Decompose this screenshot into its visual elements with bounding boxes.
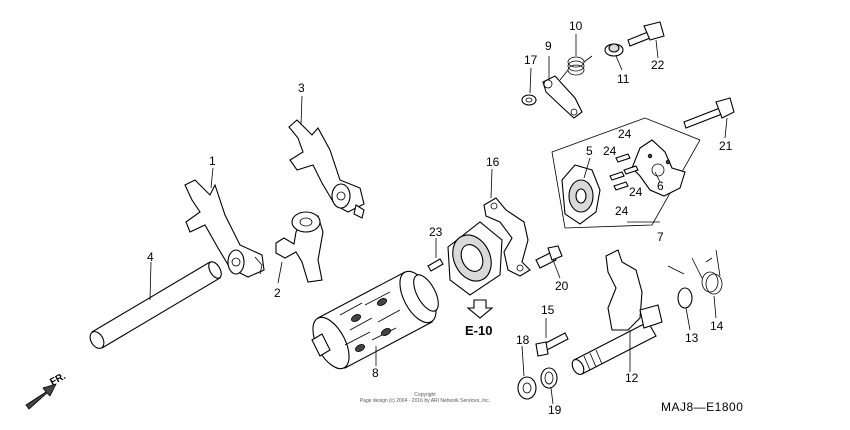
- dowel-pins-24: [609, 153, 639, 191]
- snap-ring-19: [540, 367, 558, 389]
- leader-lines: [149, 34, 728, 405]
- stopper-arm-9: [542, 75, 583, 119]
- bearing: [447, 221, 503, 296]
- callout-24-b: 24: [603, 144, 617, 158]
- callout-13: 13: [685, 331, 699, 345]
- callout-22: 22: [651, 58, 665, 72]
- drum-plate-6: [631, 139, 686, 197]
- copyright-notice: Copyright Page design (c) 2004 - 2016 by…: [320, 392, 530, 404]
- bolt-22: [627, 21, 665, 47]
- return-spring-14: [667, 249, 723, 295]
- shift-fork-shaft: [89, 261, 222, 349]
- collar-11: [604, 43, 624, 57]
- callout-24-c: 24: [629, 185, 643, 199]
- callout-2: 2: [274, 286, 281, 300]
- callout-9: 9: [545, 39, 552, 53]
- callout-23: 23: [429, 225, 443, 239]
- callout-16: 16: [486, 155, 500, 169]
- callout-4: 4: [147, 250, 154, 264]
- drum-center-5: [561, 164, 601, 225]
- callout-10: 10: [569, 19, 583, 33]
- front-direction-arrow: [25, 383, 57, 410]
- stopper-plate-16: [483, 197, 531, 277]
- callout-19: 19: [548, 403, 562, 417]
- callout-18: 18: [516, 333, 530, 347]
- callout-11: 11: [617, 72, 630, 86]
- gearshift-spindle-12: [571, 249, 663, 375]
- callout-21: 21: [719, 139, 733, 153]
- washer-13: [677, 287, 693, 309]
- callout-24-a: 24: [618, 127, 632, 141]
- callout-6: 6: [657, 179, 664, 193]
- reference-arrow: [466, 299, 494, 319]
- shift-fork-1: [184, 179, 265, 278]
- shift-fork-2: [275, 211, 324, 283]
- callout-7: 7: [657, 230, 664, 244]
- shift-fork-3: [288, 119, 365, 219]
- callout-24-d: 24: [615, 204, 629, 218]
- washer-17: [521, 94, 537, 106]
- callout-3: 3: [298, 81, 305, 95]
- copyright-line-2: Page design (c) 2004 - 2016 by ARI Netwo…: [359, 398, 491, 404]
- callout-20: 20: [555, 279, 569, 293]
- callout-14: 14: [710, 319, 724, 333]
- spring-10: [559, 55, 593, 81]
- bolt-20: [535, 245, 563, 269]
- oil-seal-18: [517, 376, 537, 400]
- bolt-21: [683, 97, 735, 129]
- pin-15: [535, 332, 569, 357]
- reference-label: E-10: [465, 323, 493, 338]
- pin-23: [427, 258, 444, 272]
- callout-1: 1: [209, 154, 216, 168]
- callout-12: 12: [625, 371, 639, 385]
- shift-drum: [311, 270, 439, 370]
- copyright-line-1: Copyright: [414, 392, 436, 398]
- callout-8: 8: [372, 366, 379, 380]
- callout-15: 15: [541, 303, 555, 317]
- callout-5: 5: [586, 144, 593, 158]
- callout-17: 17: [524, 53, 538, 67]
- diagram-code: MAJ8—E1800: [661, 400, 744, 414]
